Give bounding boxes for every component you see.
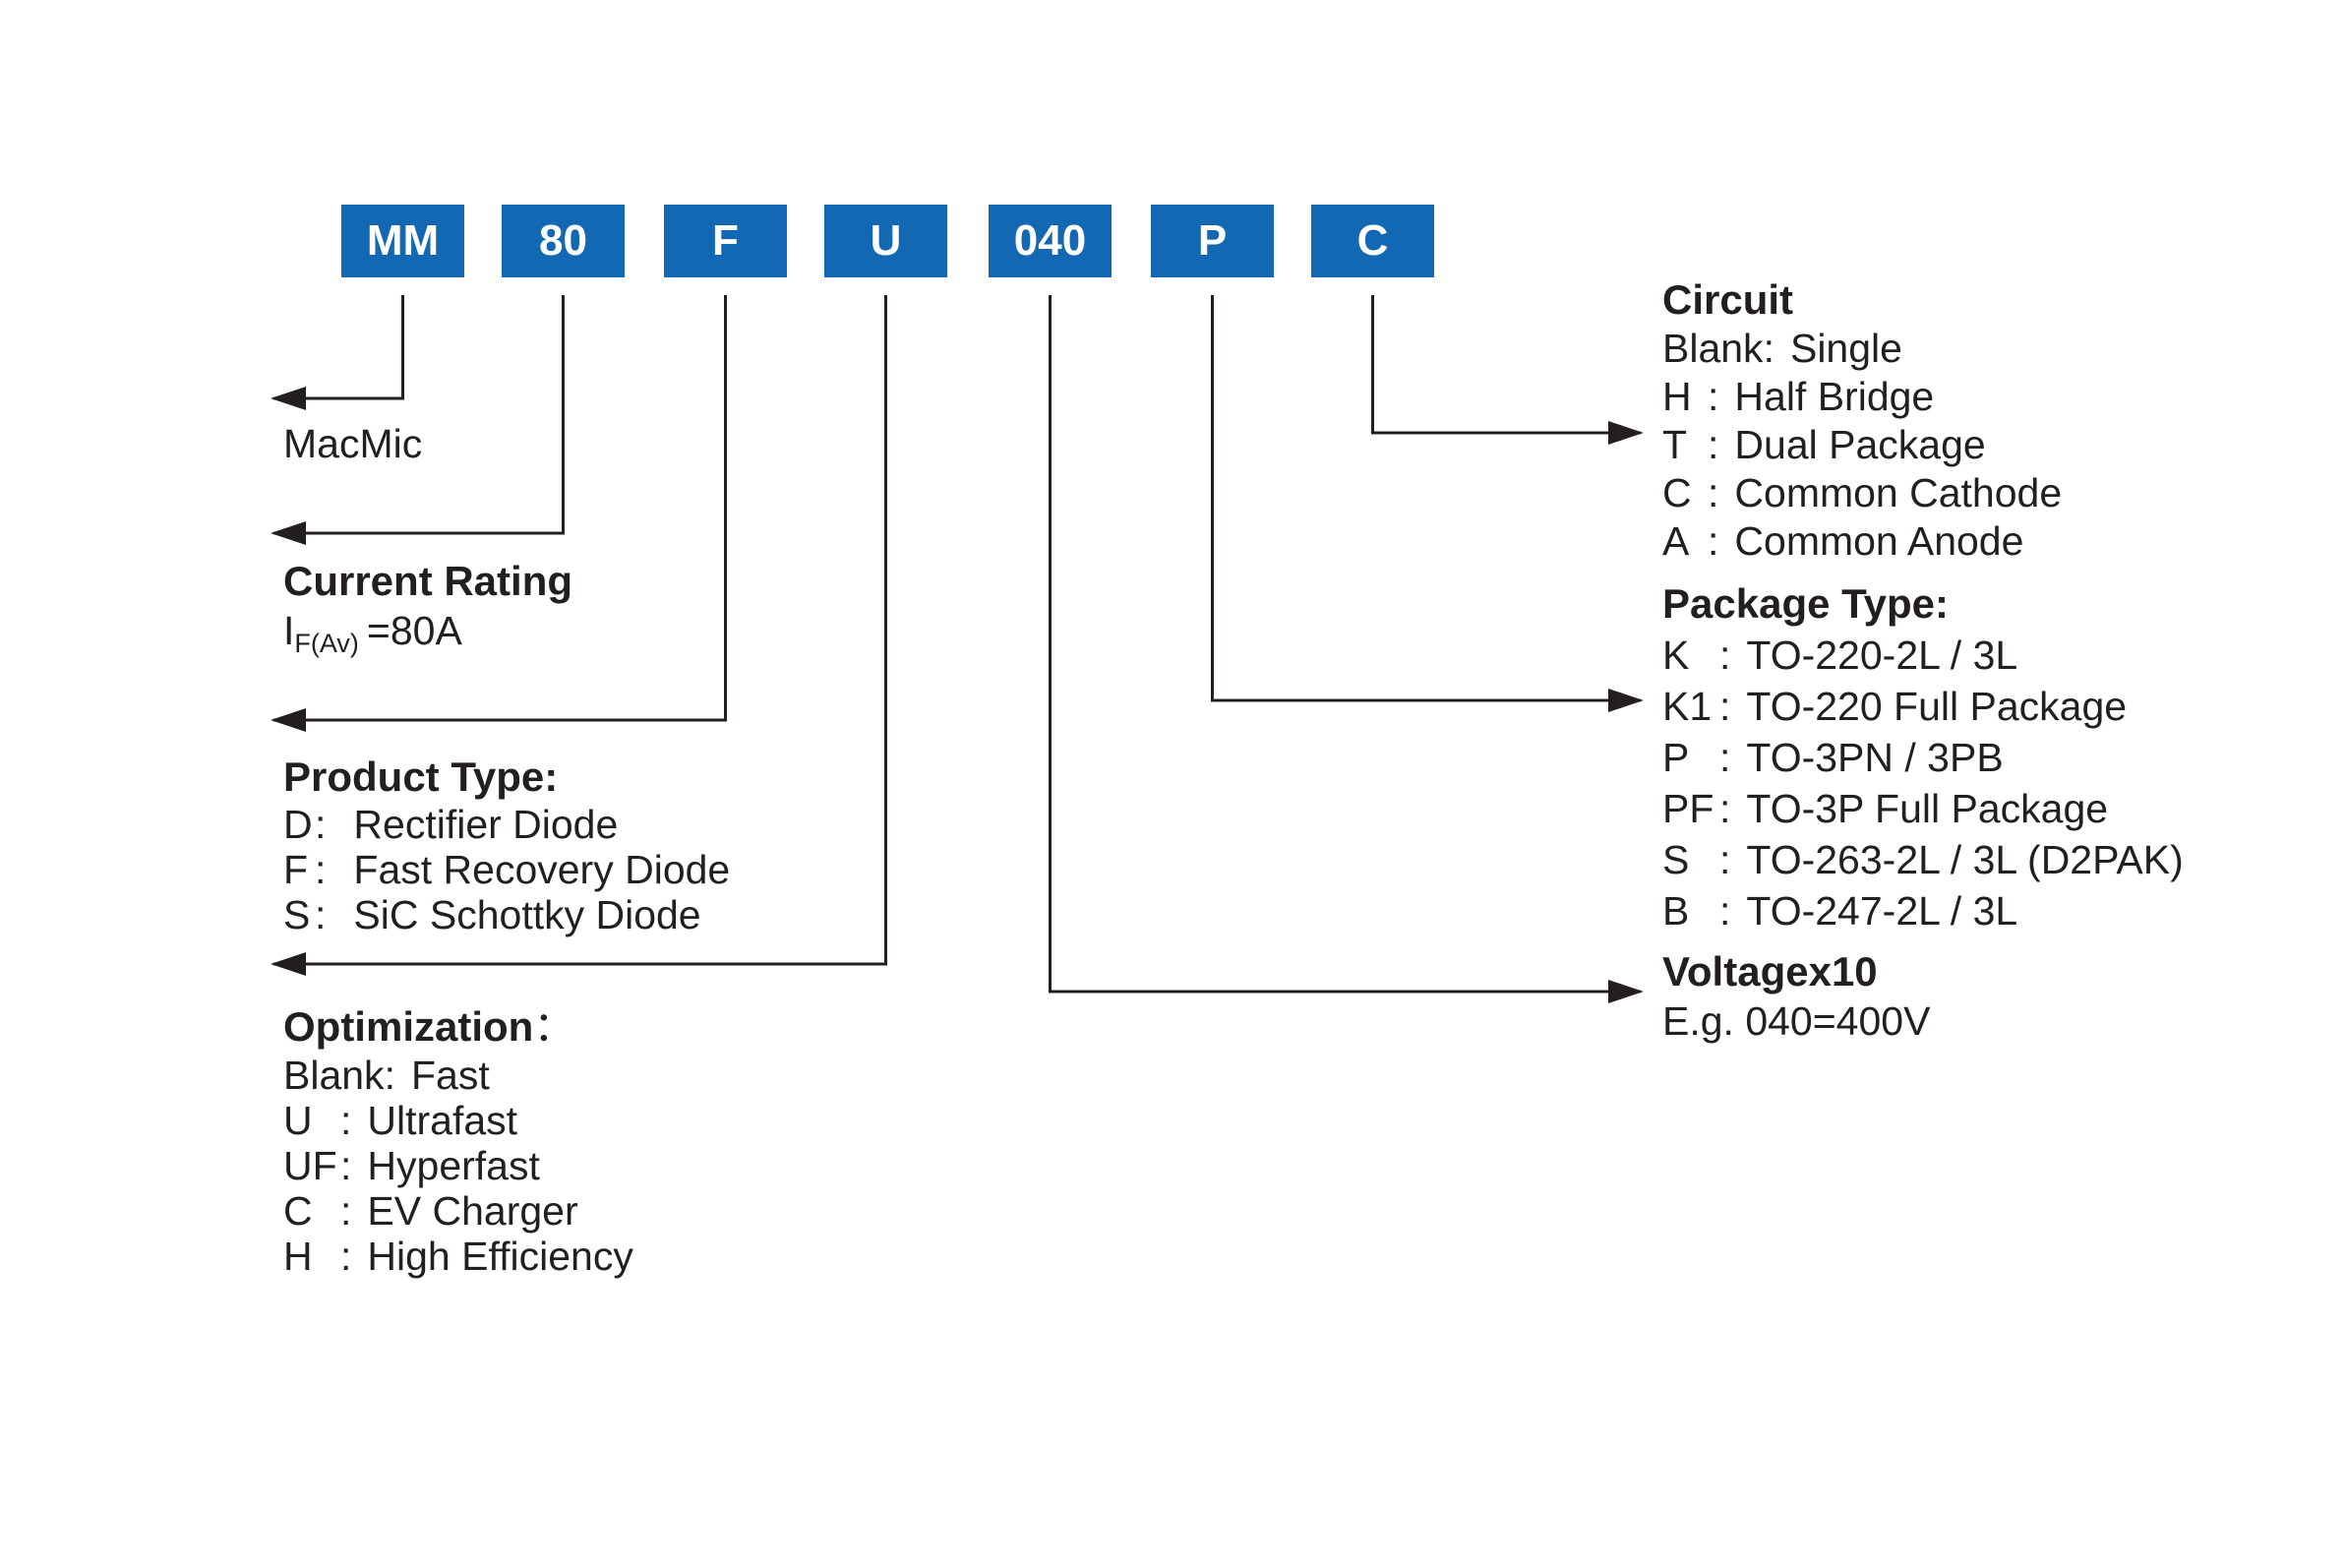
section-brand: MacMic xyxy=(283,421,422,466)
formula-subscript: F(Av) xyxy=(294,629,359,658)
product-type-row: D:Rectifier Diode xyxy=(283,802,619,847)
optimization-row: UF:Hyperfast xyxy=(283,1143,540,1188)
optimization-row: H:High Efficiency xyxy=(283,1234,633,1279)
connector-040-to-voltage xyxy=(1049,295,1644,1003)
section-voltage: Voltagex10 E.g. 040=400V xyxy=(1662,947,1930,1046)
part-code-box-f: F xyxy=(664,205,787,277)
connector-u-to-optimization xyxy=(271,295,887,976)
current-rating-title: Current Rating xyxy=(283,558,572,604)
product-type-row: S:SiC Schottky Diode xyxy=(283,892,701,937)
section-circuit: Circuit Blank:Single H:Half Bridge T:Dua… xyxy=(1662,275,2062,566)
part-code-box-040: 040 xyxy=(989,205,1112,277)
section-package-type: Package Type: K:TO-220-2L / 3L K1:TO-220… xyxy=(1662,578,2184,936)
part-code-box-mm: MM xyxy=(341,205,464,277)
package-type-row: PF:TO-3P Full Package xyxy=(1662,786,2109,831)
section-current-rating: Current Rating IF(Av)=80A xyxy=(283,557,572,668)
package-type-row: B:TO-247-2L / 3L xyxy=(1662,888,2018,934)
part-code-box-80: 80 xyxy=(502,205,625,277)
optimization-row: U:Ultrafast xyxy=(283,1098,518,1143)
circuit-row: C:Common Cathode xyxy=(1662,470,2063,515)
connector-p-to-package-type xyxy=(1211,295,1644,712)
connector-80-to-current-rating xyxy=(271,295,565,545)
circuit-title: Circuit xyxy=(1662,276,1794,323)
circuit-row: H:Half Bridge xyxy=(1662,374,1935,419)
part-code-box-p: P xyxy=(1151,205,1274,277)
package-type-row: K1:TO-220 Full Package xyxy=(1662,684,2128,729)
formula-symbol: I xyxy=(283,608,295,653)
connector-mm-to-brand xyxy=(271,295,404,410)
section-optimization: Optimization： Blank:Fast U:Ultrafast UF:… xyxy=(283,1001,633,1279)
circuit-row: T:Dual Package xyxy=(1662,422,1986,467)
circuit-row: Blank:Single xyxy=(1662,326,1902,371)
voltage-example: E.g. 040=400V xyxy=(1662,998,1931,1044)
formula-value: =80A xyxy=(366,608,462,653)
part-code-box-u: U xyxy=(824,205,947,277)
brand-label: MacMic xyxy=(283,421,423,466)
connector-f-to-product-type xyxy=(271,295,727,732)
part-code-box-c: C xyxy=(1311,205,1434,277)
optimization-row: C:EV Charger xyxy=(283,1188,578,1234)
voltage-title: Voltagex10 xyxy=(1662,948,1878,995)
circuit-row: A:Common Anode xyxy=(1662,518,2024,564)
current-rating-formula: IF(Av)=80A xyxy=(283,606,572,668)
package-type-row: P:TO-3PN / 3PB xyxy=(1662,735,2004,780)
product-type-title: Product Type: xyxy=(283,754,559,800)
optimization-title: Optimization： xyxy=(283,1003,575,1050)
package-type-title: Package Type: xyxy=(1662,580,1950,627)
product-type-row: F:Fast Recovery Diode xyxy=(283,847,731,892)
package-type-row: S:TO-263-2L / 3L (D2PAK) xyxy=(1662,837,2184,882)
connector-c-to-circuit xyxy=(1371,295,1644,445)
section-product-type: Product Type: D:Rectifier Diode F:Fast R… xyxy=(283,753,730,937)
package-type-row: K:TO-220-2L / 3L xyxy=(1662,633,2018,678)
optimization-row: Blank:Fast xyxy=(283,1053,490,1098)
